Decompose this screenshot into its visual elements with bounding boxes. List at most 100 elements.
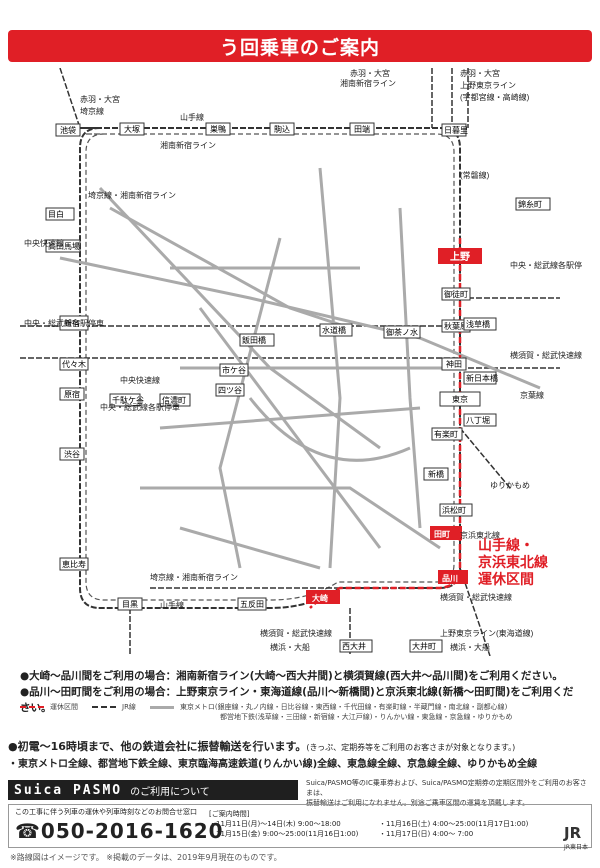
label-yamanote: 山手線 <box>180 112 204 122</box>
label-yokosuka-sobu: 横須賀・総武快速線 <box>510 350 582 360</box>
station-oimachi: 大井町 <box>412 641 436 651</box>
suica-note: Suica/PASMO等のIC乗車券および、Suica/PASMO定期券の定期区… <box>306 778 592 808</box>
station-ichigaya: 市ケ谷 <box>222 365 246 375</box>
hours3: ・11月16日(土) 4:00〜25:00(11月17日1:00) <box>379 820 529 828</box>
legend-suspend: 運休区間 <box>50 703 78 711</box>
suspended-title: 山手線・ 京浜東北線 運休区間 <box>478 538 548 588</box>
station-komagome: 駒込 <box>274 124 290 134</box>
label-ueno-tokyo-sub: (宇都宮線・高崎線) <box>460 92 530 102</box>
label-chuo-rapid-left: 中央快速線 <box>24 238 64 248</box>
station-mejiro: 目白 <box>48 209 64 219</box>
station-nishinippori: 日暮里 <box>444 125 468 135</box>
station-ebisu: 恵比寿 <box>62 559 86 569</box>
station-shibuya: 渋谷 <box>64 449 80 459</box>
station-yotsuya: 四ツ谷 <box>218 386 242 395</box>
notice-line1: ●初電〜16時頃まで、他の鉄道会社に振替輸送を行います。 <box>8 740 307 753</box>
contact-caption: この工事に伴う列車の運休や列車時刻などのお問合せ窓口 <box>15 808 197 816</box>
legend-other2: 都営地下鉄(浅草線・三田線・新宿線・大江戸線)・りんかい線・東急線・京急線・ゆり… <box>220 713 513 721</box>
legend-lines: 運休区間 JR線 東京メトロ(銀座線・丸ノ内線・日比谷線・東西線・千代田線・有楽… <box>20 702 580 724</box>
legend-routes: ●大崎〜品川間をご利用の場合：湘南新宿ライン(大崎〜西大井間)と横須賀線(西大井… <box>20 668 580 716</box>
label-shonan-top: 湘南新宿ライン <box>340 78 396 88</box>
hours2: ・11月15日(金) 9:00〜25:00(11月16日1:00) <box>209 830 359 838</box>
station-yurakucho: 有楽町 <box>434 429 458 439</box>
legend-jr: JR線 <box>122 703 136 711</box>
station-harajuku: 原宿 <box>64 389 80 399</box>
suspended-section <box>309 238 462 609</box>
contact-phone[interactable]: ☎050-2016-1620 <box>15 819 224 843</box>
station-yoyogi: 代々木 <box>62 359 86 369</box>
station-kinshicho: 錦糸町 <box>518 199 542 209</box>
label-ueno-tokyo: 上野東京ライン <box>460 80 516 90</box>
notice: ●初電〜16時頃まで、他の鉄道会社に振替輸送を行います。(きっぷ、定期券等をご利… <box>8 738 592 773</box>
station-shinnihombashi: 新日本橋 <box>466 373 498 383</box>
label-yokosuka-sobu-bottom: 横須賀・総武快速線 <box>440 592 512 602</box>
label-akabane-omiya2: 赤羽・大宮 <box>350 68 390 78</box>
route-map: 大塚 巣鴨 駒込 田端 池袋 日暮里 上野 御徒町 秋葉原 神田 東京 有楽町 … <box>20 68 582 656</box>
hours1: ・11月11日(月)〜14日(木) 9:00〜18:00 <box>209 820 341 828</box>
label-chuo-sobu: 中央・総武線各駅停車 <box>100 402 180 412</box>
station-shinanomachi: 信濃町 <box>162 395 186 405</box>
label-yokohama-ofuna: 横浜・大船 <box>450 642 490 652</box>
station-nishioi: 西大井 <box>342 641 366 651</box>
station-ikebukuro: 池袋 <box>60 125 76 135</box>
suica-brand: Suica PASMO <box>14 782 123 798</box>
station-kanda: 神田 <box>446 359 462 369</box>
contact-hours-right: ・11月16日(土) 4:00〜25:00(11月17日1:00) ・11月17… <box>379 819 528 839</box>
station-ochanomizu: 御茶ノ水 <box>386 327 418 337</box>
station-asakusabashi: 浅草橋 <box>466 319 490 329</box>
other-swatch <box>149 705 174 709</box>
hours4: ・11月17日(日) 4:00〜 7:00 <box>379 830 474 838</box>
station-iidabashi: 飯田橋 <box>242 335 266 345</box>
station-ueno: 上野 <box>450 250 470 263</box>
label-saikyo-shonan-bottom: 埼京線・湘南新宿ライン <box>150 572 238 582</box>
label-shonan-mid: 湘南新宿ライン <box>160 140 216 150</box>
label-ueno-tokyo-bottom: 上野東京ライン(東海道線) <box>440 628 534 638</box>
legend-route1-body: 湘南新宿ライン(大崎〜西大井間)と横須賀線(西大井〜品川間)をご利用ください。 <box>176 670 563 682</box>
legend-route1-prefix: ●大崎〜品川間をご利用の場合： <box>20 670 177 682</box>
legend-route2-prefix: ●品川〜田町間をご利用の場合： <box>20 686 177 698</box>
suica-note2: 振替輸送はご利用になれません。別途ご乗車区間の運賃を頂戴します。 <box>306 799 530 807</box>
suica-banner: Suica PASMO のご利用について <box>8 780 298 800</box>
station-tabata: 田端 <box>354 124 370 134</box>
suspend-swatch <box>20 706 44 708</box>
label-saikyo-shonan: 埼京線・湘南新宿ライン <box>88 190 176 200</box>
station-gotanda: 五反田 <box>240 599 264 609</box>
label-joban: (常磐線) <box>460 170 490 180</box>
jr-logo-sub: JR東日本 <box>564 844 588 851</box>
notice-line1-note: (きっぷ、定期券等をご利用のお客さまが対象となります。) <box>306 743 516 752</box>
hours-title: [ご案内時間] <box>209 810 250 818</box>
label-saikyo: 埼京線 <box>80 106 104 116</box>
station-okachimachi: 御徒町 <box>444 289 468 299</box>
label-yokosuka-sobu-left: 横須賀・総武快速線 <box>260 628 332 638</box>
station-meguro: 目黒 <box>122 600 138 609</box>
label-chuo-sobu-left: 中央・総武線各駅停車 <box>24 318 104 328</box>
contact-hours-left: [ご案内時間] ・11月11日(月)〜14日(木) 9:00〜18:00 ・11… <box>209 809 358 839</box>
label-sobu-right: 中央・総武線各駅停車 <box>510 260 582 270</box>
station-shinagawa: 品川 <box>442 574 458 583</box>
contact-box: この工事に伴う列車の運休や列車時刻などのお問合せ窓口 ☎050-2016-162… <box>8 804 592 848</box>
label-yurikamome: ゆりかもめ <box>490 481 530 490</box>
station-tamachi: 田町 <box>434 530 450 539</box>
suica-note1: Suica/PASMO等のIC乗車券および、Suica/PASMO定期券の定期区… <box>306 779 587 797</box>
footer-note: ※路線図はイメージです。 ※掲載のデータは、2019年9月現在のものです。 <box>10 853 282 862</box>
station-tokyo: 東京 <box>452 394 468 404</box>
label-yokohama-ofuna2: 横浜・大船 <box>270 642 310 652</box>
jr-swatch <box>92 706 116 708</box>
station-sendagaya: 千駄ケ谷 <box>112 395 144 405</box>
station-osaki: 大崎 <box>312 593 328 603</box>
label-chuo-rapid: 中央快速線 <box>120 375 160 385</box>
station-otsuka: 大塚 <box>124 124 140 134</box>
label-keihin-tohoku: 京浜東北線 <box>460 530 500 540</box>
suica-label: のご利用について <box>130 786 210 798</box>
notice-line2: ・東京メトロ全線、都営地下鉄全線、東京臨海高速鉄道(りんかい線)全線、東急線全線… <box>8 759 538 770</box>
station-hatchobori: 八丁堀 <box>466 416 490 425</box>
station-hamamatsucho: 浜松町 <box>442 505 466 515</box>
legend-other: 東京メトロ(銀座線・丸ノ内線・日比谷線・東西線・千代田線・有楽町線・半蔵門線・南… <box>179 703 508 711</box>
station-akihabara: 秋葉原 <box>444 321 468 331</box>
station-shimbashi: 新橋 <box>428 469 444 479</box>
label-akabane-omiya3: 赤羽・大宮 <box>460 68 500 78</box>
station-suidobashi: 水道橋 <box>322 325 346 335</box>
jr-logo-text: JR <box>564 824 582 842</box>
label-keiyo: 京葉線 <box>520 390 544 400</box>
page-title: う回乗車のご案内 <box>8 30 592 62</box>
